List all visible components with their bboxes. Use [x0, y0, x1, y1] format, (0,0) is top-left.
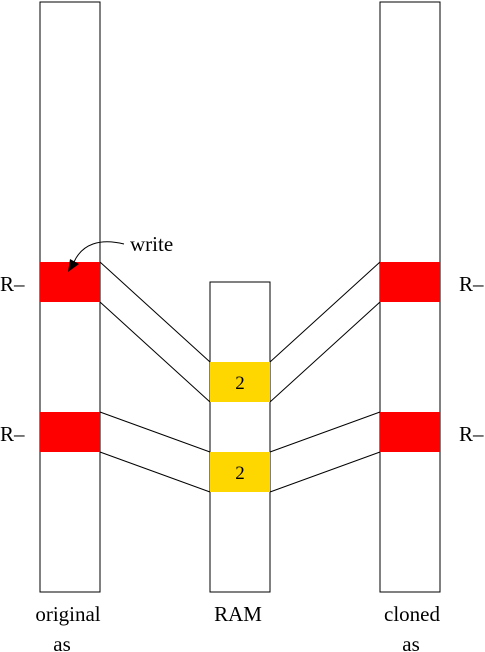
- mapping-line-original-page1-top: [99, 261, 211, 363]
- write-annotation: write: [130, 232, 173, 256]
- write-arrow-head: [68, 259, 79, 272]
- original-page-2: [40, 412, 100, 452]
- ram-frame-2: [210, 452, 270, 492]
- mapping-line-cloned-page1-bottom: [269, 301, 381, 403]
- mapping-line-original-page2-top: [99, 411, 211, 453]
- original-as-label-line1: original: [35, 602, 100, 626]
- page-marker-original-1: R–: [0, 272, 25, 296]
- cloned-page-2: [380, 412, 440, 452]
- mapping-line-cloned-page1-top: [269, 261, 381, 363]
- cloned-page-1: [380, 262, 440, 302]
- cloned-as-label-line2: as: [402, 632, 420, 652]
- ram-label: RAM: [214, 602, 262, 626]
- mapping-line-original-page1-bottom: [99, 301, 211, 403]
- mapping-line-cloned-page2-top: [269, 411, 381, 453]
- page-marker-original-2: R–: [0, 422, 25, 446]
- page-marker-cloned-2: R–: [459, 422, 484, 446]
- ram-column: [209, 281, 271, 593]
- original-as-label-line2: as: [53, 632, 71, 652]
- page-marker-cloned-1: R–: [459, 272, 484, 296]
- cloned-as-label-line1: cloned: [384, 602, 440, 626]
- ram-frame-2-refcount: 2: [235, 463, 245, 484]
- write-arrow: [73, 241, 125, 263]
- ram-frame-1: [210, 362, 270, 402]
- ram-frame-1-refcount: 2: [235, 373, 245, 394]
- mapping-line-cloned-page2-bottom: [269, 451, 381, 493]
- mapping-line-original-page2-bottom: [99, 451, 211, 493]
